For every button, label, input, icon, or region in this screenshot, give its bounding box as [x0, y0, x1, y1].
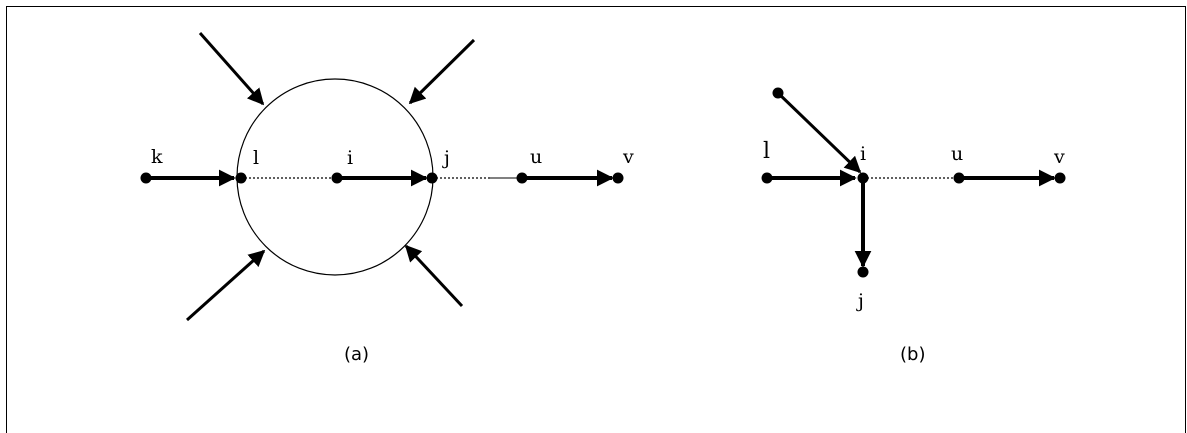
label-j: j: [442, 147, 450, 169]
caption-a: (a): [344, 344, 369, 365]
incoming-arrow-top-left: [198, 32, 265, 106]
edge-top-to-i: [776, 91, 862, 174]
node-l: [761, 172, 773, 184]
node-top: [772, 87, 784, 99]
label-l: l: [253, 147, 259, 169]
node-j: [426, 172, 438, 184]
node-v: [1054, 172, 1066, 184]
incoming-arrow-bottom-right: [404, 244, 464, 308]
node-j: [857, 266, 869, 278]
caption-b: (b): [900, 344, 925, 365]
label-l: l: [763, 139, 770, 164]
node-i: [331, 172, 343, 184]
figure-frame: [6, 6, 1186, 433]
node-k: [140, 172, 152, 184]
label-j: j: [856, 290, 864, 312]
node-l: [235, 172, 247, 184]
label-v: v: [1053, 146, 1065, 168]
label-u: u: [530, 146, 542, 168]
node-u: [953, 172, 965, 184]
node-i: [857, 172, 869, 184]
diagram-a: k l i j u v (a): [140, 32, 634, 365]
label-k: k: [151, 146, 163, 168]
incoming-arrow-top-right: [408, 38, 476, 105]
label-i: i: [860, 143, 866, 165]
diagram-b: l i u v j (b): [761, 87, 1066, 365]
node-v: [612, 172, 624, 184]
incoming-arrow-bottom-left: [185, 249, 266, 322]
label-i: i: [347, 147, 353, 169]
node-u: [516, 172, 528, 184]
label-u: u: [951, 143, 963, 165]
label-v: v: [622, 146, 634, 168]
